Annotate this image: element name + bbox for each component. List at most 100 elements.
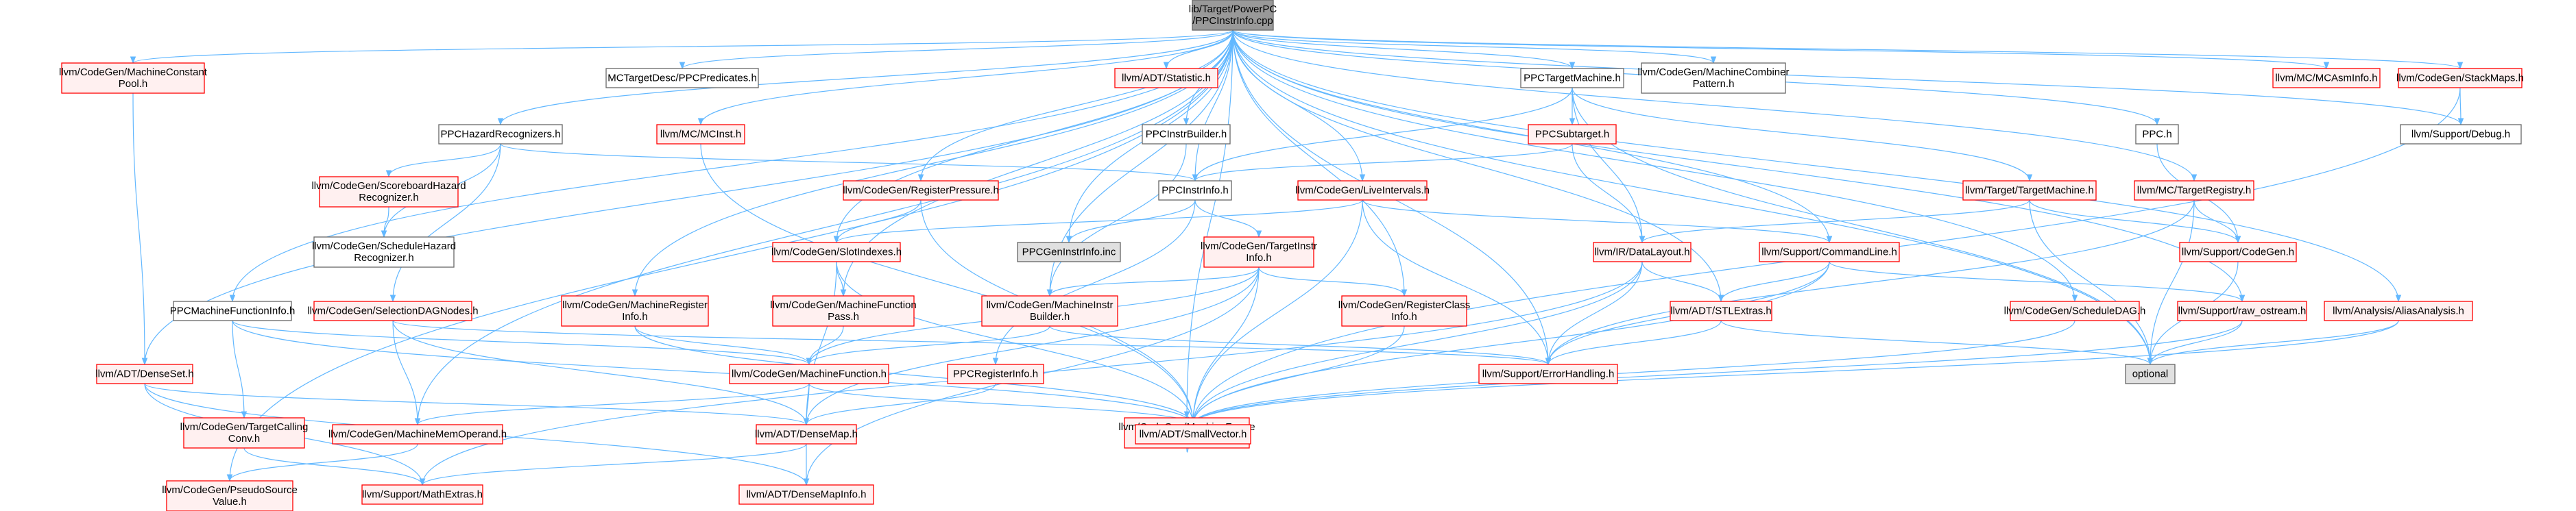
node-li[interactable]: llvm/CodeGen/LiveIntervals.h	[1295, 180, 1430, 201]
node-label: llvm/Support/ErrorHandling.h	[1482, 369, 1615, 380]
node-box	[729, 364, 889, 384]
node-stackmaps[interactable]: llvm/CodeGen/StackMaps.h	[2396, 68, 2524, 88]
edge-sdn-to-dm	[392, 320, 810, 426]
node-mcinst[interactable]: llvm/MC/MCInst.h	[656, 124, 745, 145]
edge-ptm-to-dl	[1572, 87, 1646, 244]
node-label: llvm/Target/TargetMachine.h	[1965, 185, 2094, 197]
node-sdn[interactable]: llvm/CodeGen/SelectionDAGNodes.h	[307, 301, 479, 321]
node-pri[interactable]: PPCRegisterInfo.h	[947, 364, 1044, 384]
node-label: llvm/CodeGen/RegisterClass	[1338, 299, 1471, 311]
node-me[interactable]: llvm/Support/MathExtras.h	[361, 484, 483, 505]
node-stle[interactable]: llvm/ADT/STLExtras.h	[1670, 301, 1772, 321]
node-label: Pass.h	[828, 311, 859, 323]
node-label: llvm/Support/CodeGen.h	[2182, 247, 2294, 258]
node-dm[interactable]: llvm/ADT/DenseMap.h	[755, 424, 858, 445]
node-phr: PPCHazardRecognizers.h	[438, 124, 563, 145]
node-box	[173, 301, 292, 321]
edge-phr-to-shr	[385, 143, 501, 178]
node-label: Info.h	[1246, 252, 1272, 264]
node-box	[2177, 301, 2307, 321]
node-mmo[interactable]: llvm/CodeGen/MachineMemOperand.h	[328, 424, 507, 445]
node-label: llvm/ADT/STLExtras.h	[1670, 306, 1772, 317]
edge-dl-to-stle	[1641, 261, 1724, 303]
node-aa[interactable]: llvm/Analysis/AliasAnalysis.h	[2324, 301, 2473, 321]
node-label: llvm/Support/MathExtras.h	[362, 489, 483, 501]
edge-mcp-to-ds	[132, 92, 148, 366]
node-label: llvm/CodeGen/TargetCalling	[180, 421, 309, 433]
edge-root-to-mcomb	[1232, 29, 1717, 64]
edge-regp-to-si	[833, 199, 922, 244]
node-dl[interactable]: llvm/IR/DataLayout.h	[1593, 242, 1692, 262]
node-box	[981, 295, 1118, 327]
node-box	[332, 424, 503, 445]
node-psub[interactable]: PPCSubtarget.h	[1528, 124, 1617, 145]
node-label: PPCGenInstrInfo.inc	[1022, 247, 1116, 258]
edge-mctr-to-eh	[1545, 199, 2195, 366]
node-regp[interactable]: llvm/CodeGen/RegisterPressure.h	[843, 180, 999, 201]
node-box	[2400, 124, 2522, 145]
node-label: llvm/ADT/DenseMapInfo.h	[746, 489, 866, 501]
node-label: llvm/CodeGen/MachineRegister	[562, 299, 708, 311]
node-layer: lib/Target/PowerPC/PPCInstrInfo.cppllvm/…	[59, 0, 2524, 511]
node-box	[772, 295, 915, 327]
node-label: llvm/CodeGen/LiveIntervals.h	[1295, 185, 1430, 197]
node-ros[interactable]: llvm/Support/raw_ostream.h	[2177, 301, 2307, 321]
node-mctr[interactable]: llvm/MC/TargetRegistry.h	[2134, 180, 2254, 201]
node-box	[756, 424, 857, 445]
node-box	[313, 236, 455, 268]
node-box	[947, 364, 1044, 384]
node-ds[interactable]: llvm/ADT/DenseSet.h	[95, 364, 194, 384]
edge-sdn-to-eh	[392, 320, 1551, 366]
node-eh[interactable]: llvm/Support/ErrorHandling.h	[1478, 364, 1618, 384]
node-cg[interactable]: llvm/Support/CodeGen.h	[2179, 242, 2297, 262]
node-dmi[interactable]: llvm/ADT/DenseMapInfo.h	[738, 484, 874, 505]
edge-tii-to-sv	[1190, 266, 1260, 426]
node-box	[2398, 68, 2523, 88]
node-pib: PPCInstrBuilder.h	[1142, 124, 1231, 145]
node-si[interactable]: llvm/CodeGen/SlotIndexes.h	[771, 242, 902, 262]
node-label: llvm/CodeGen/MachineConstant	[59, 66, 208, 78]
edge-pmfi-to-sv	[232, 320, 1196, 426]
node-box	[1192, 0, 1274, 31]
node-label: llvm/ADT/DenseSet.h	[95, 369, 193, 380]
node-label: llvm/CodeGen/MachineFunction.h	[732, 369, 887, 380]
node-shr[interactable]: llvm/CodeGen/ScoreboardHazardRecognizer.…	[311, 176, 466, 208]
edge-sdag-to-sv	[1190, 320, 2075, 426]
edge-dm-to-me	[419, 443, 807, 486]
node-mcasm[interactable]: llvm/MC/MCAsmInfo.h	[2272, 68, 2381, 88]
edge-root-to-pii	[1192, 29, 1233, 182]
node-label: llvm/Support/CommandLine.h	[1761, 247, 1897, 258]
edge-mf-to-sv	[808, 383, 1196, 426]
node-mctp: MCTargetDesc/PPCPredicates.h	[605, 68, 759, 88]
node-label: llvm/CodeGen/ScheduleHazard	[312, 240, 456, 252]
node-label: llvm/CodeGen/MachineMemOperand.h	[328, 429, 507, 440]
edge-root-to-mcasm	[1232, 29, 2329, 70]
node-stat[interactable]: llvm/ADT/Statistic.h	[1114, 68, 1218, 88]
node-debug: llvm/Support/Debug.h	[2400, 124, 2522, 145]
node-label: Pool.h	[119, 78, 148, 90]
node-mf[interactable]: llvm/CodeGen/MachineFunction.h	[729, 364, 889, 384]
node-label: MCTargetDesc/PPCPredicates.h	[607, 73, 757, 84]
node-box	[183, 417, 305, 449]
edge-root-to-phr	[497, 29, 1233, 126]
node-sdag[interactable]: llvm/CodeGen/ScheduleDAG.h	[2004, 301, 2146, 321]
node-label: PPCRegisterInfo.h	[953, 369, 1038, 380]
node-box	[438, 124, 563, 145]
node-box	[1593, 242, 1692, 262]
node-label: PPCSubtarget.h	[1535, 129, 1609, 140]
node-cl[interactable]: llvm/Support/CommandLine.h	[1759, 242, 1900, 262]
node-label: llvm/Support/Debug.h	[2411, 129, 2510, 140]
edge-cl-to-ros	[1829, 261, 2246, 303]
node-sv[interactable]: llvm/ADT/SmallVector.h	[1135, 424, 1251, 445]
node-box	[1478, 364, 1618, 384]
node-ttm[interactable]: llvm/Target/TargetMachine.h	[1962, 180, 2097, 201]
